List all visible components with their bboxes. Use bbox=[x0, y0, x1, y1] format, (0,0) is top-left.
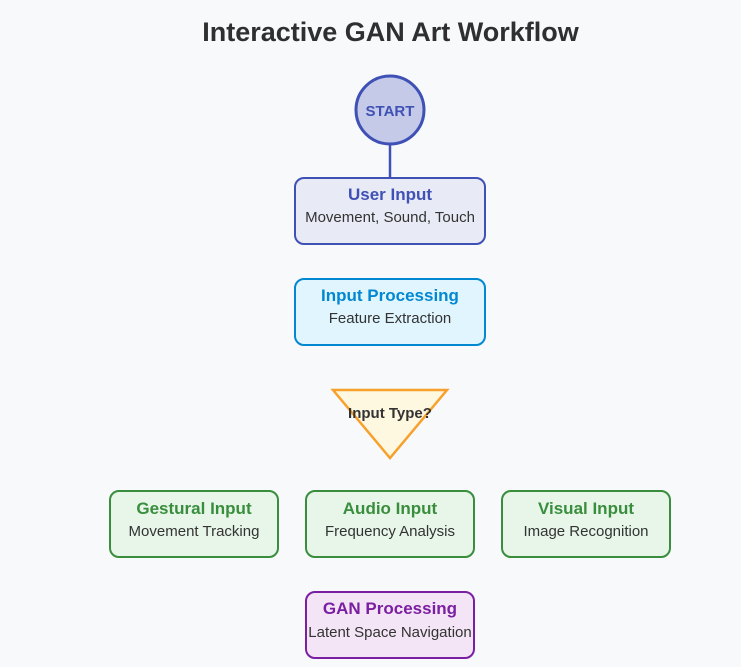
gestural-input-node: Gestural Input Movement Tracking bbox=[109, 490, 279, 558]
input-type-decision: Input Type? bbox=[330, 388, 450, 460]
user-input-node: User Input Movement, Sound, Touch bbox=[294, 177, 486, 245]
user-input-subtitle: Movement, Sound, Touch bbox=[305, 209, 475, 226]
decision-label: Input Type? bbox=[348, 405, 432, 422]
visual-input-node: Visual Input Image Recognition bbox=[501, 490, 671, 558]
gan-processing-subtitle: Latent Space Navigation bbox=[308, 624, 471, 641]
gan-processing-title: GAN Processing bbox=[323, 599, 457, 618]
input-processing-node: Input Processing Feature Extraction bbox=[294, 278, 486, 346]
page-title: Interactive GAN Art Workflow bbox=[202, 17, 579, 47]
start-node: START bbox=[354, 74, 426, 146]
gestural-input-subtitle: Movement Tracking bbox=[129, 523, 260, 540]
input-processing-subtitle: Feature Extraction bbox=[329, 310, 452, 327]
visual-input-title: Visual Input bbox=[538, 499, 634, 518]
visual-input-subtitle: Image Recognition bbox=[523, 523, 648, 540]
gestural-input-title: Gestural Input bbox=[136, 499, 252, 518]
audio-input-title: Audio Input bbox=[343, 499, 438, 518]
gan-processing-node: GAN Processing Latent Space Navigation bbox=[305, 591, 475, 659]
start-label: START bbox=[366, 103, 415, 120]
input-processing-title: Input Processing bbox=[321, 286, 459, 305]
audio-input-subtitle: Frequency Analysis bbox=[325, 523, 455, 540]
user-input-title: User Input bbox=[348, 185, 432, 204]
audio-input-node: Audio Input Frequency Analysis bbox=[305, 490, 475, 558]
